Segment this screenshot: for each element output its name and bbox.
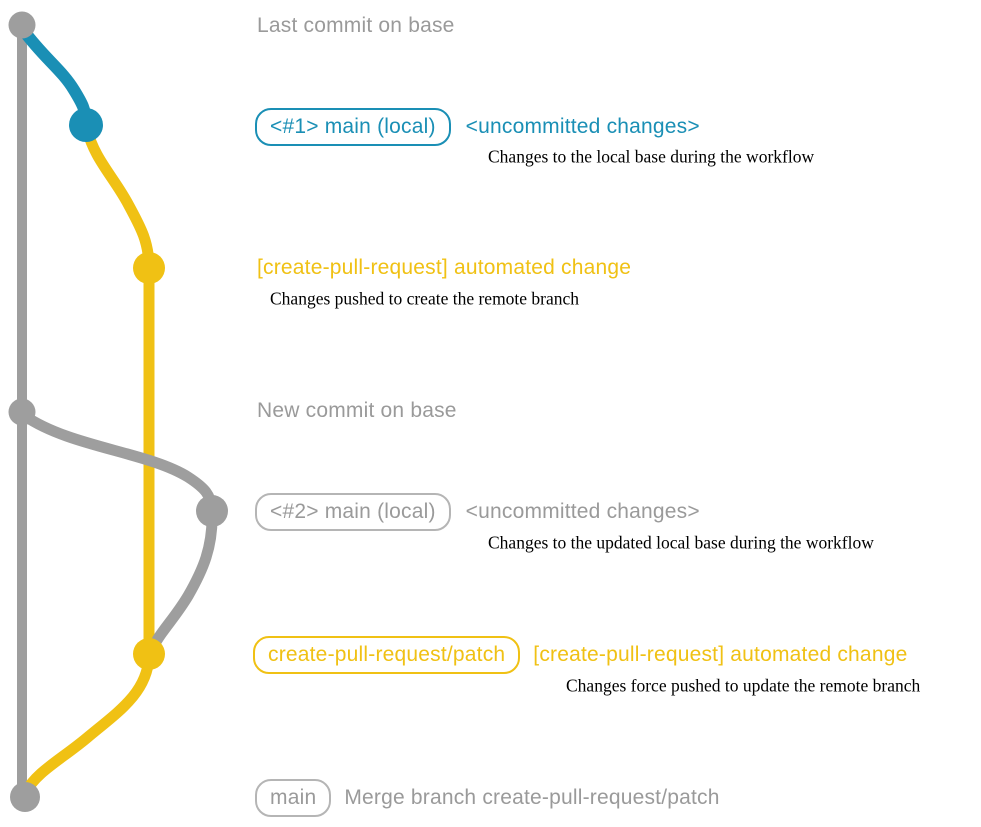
automated-change-title-2: [create-pull-request] automated change [533,643,908,666]
edge-base-to-local1-icon [18,25,92,130]
local-main-1-row: <#1> main (local) <uncommitted changes> [255,108,700,146]
local-main-2-row: <#2> main (local) <uncommitted changes> [255,493,700,531]
uncommitted-changes-label-1: <uncommitted changes> [465,115,700,138]
edge-local2-to-patch2-icon [145,507,218,658]
commit-dot-new-base-icon [8,398,36,426]
merge-commit-label: Merge branch create-pull-request/patch [344,786,720,809]
merge-row: main Merge branch create-pull-request/pa… [255,779,720,817]
branch-badge-local-main-2: <#2> main (local) [255,493,451,531]
branch-badge-local-main-1: <#1> main (local) [255,108,451,146]
commit-dot-last-base-icon [8,11,36,39]
automated-change-desc-2: Changes force pushed to update the remot… [566,675,921,696]
commit-dot-local-main-2-icon [196,495,228,527]
edge-patch2-to-merge-icon [20,651,155,798]
commit-dot-automated-change-2-icon [133,638,165,670]
uncommitted-changes-label-2: <uncommitted changes> [465,500,700,523]
commit-dot-automated-change-1-icon [133,252,165,284]
automated-change-title-1: [create-pull-request] automated change [257,256,632,279]
patch-branch-row: create-pull-request/patch [create-pull-r… [253,636,907,674]
branch-badge-main: main [255,779,332,817]
commit-dot-local-main-1-icon [69,108,103,142]
local-changes-desc-2: Changes to the updated local base during… [488,532,874,553]
local-changes-desc-1: Changes to the local base during the wor… [488,146,815,167]
edge-base-to-local2-icon [19,410,218,516]
commit-dot-merge-icon [10,782,40,812]
branch-badge-patch: create-pull-request/patch [253,636,521,674]
new-commit-label: New commit on base [257,399,457,422]
last-commit-label: Last commit on base [257,14,455,37]
edge-local1-to-patch1-icon [81,123,155,274]
automated-change-desc-1: Changes pushed to create the remote bran… [270,288,580,309]
